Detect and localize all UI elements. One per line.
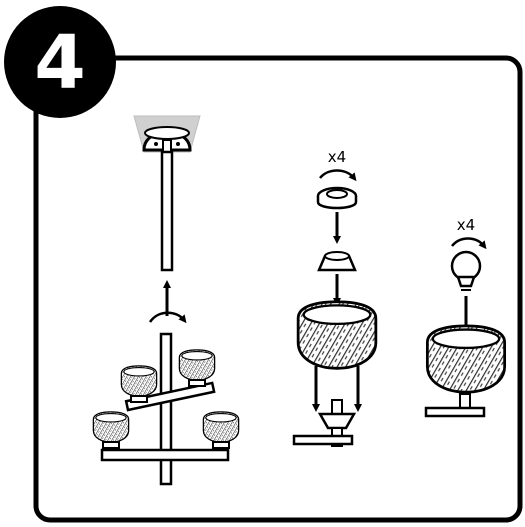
glass-shade-icon [427, 326, 504, 392]
glass-shade-icon [298, 302, 376, 369]
lamp-holder-icon [319, 252, 355, 270]
glass-shade-icon [93, 412, 128, 442]
ceiling-canopy-icon [134, 116, 200, 152]
suspension-rod [162, 152, 172, 270]
assembled-fitting [426, 394, 484, 416]
light-bulb-icon [452, 252, 480, 290]
shade-ring-icon [318, 188, 356, 208]
chandelier-frame-icon [93, 334, 238, 484]
rotate-arrow-icon [452, 239, 484, 247]
step-number: 4 [34, 20, 86, 106]
socket-fitting [294, 400, 354, 446]
glass-shade-icon [179, 350, 214, 380]
step-badge: 4 [4, 6, 116, 118]
rings-quantity-label: x4 [328, 148, 346, 166]
glass-shade-icon [121, 366, 156, 396]
bulbs-quantity-label: x4 [457, 216, 475, 234]
glass-shade-icon [203, 412, 238, 442]
rotate-arrow-icon [320, 171, 354, 179]
